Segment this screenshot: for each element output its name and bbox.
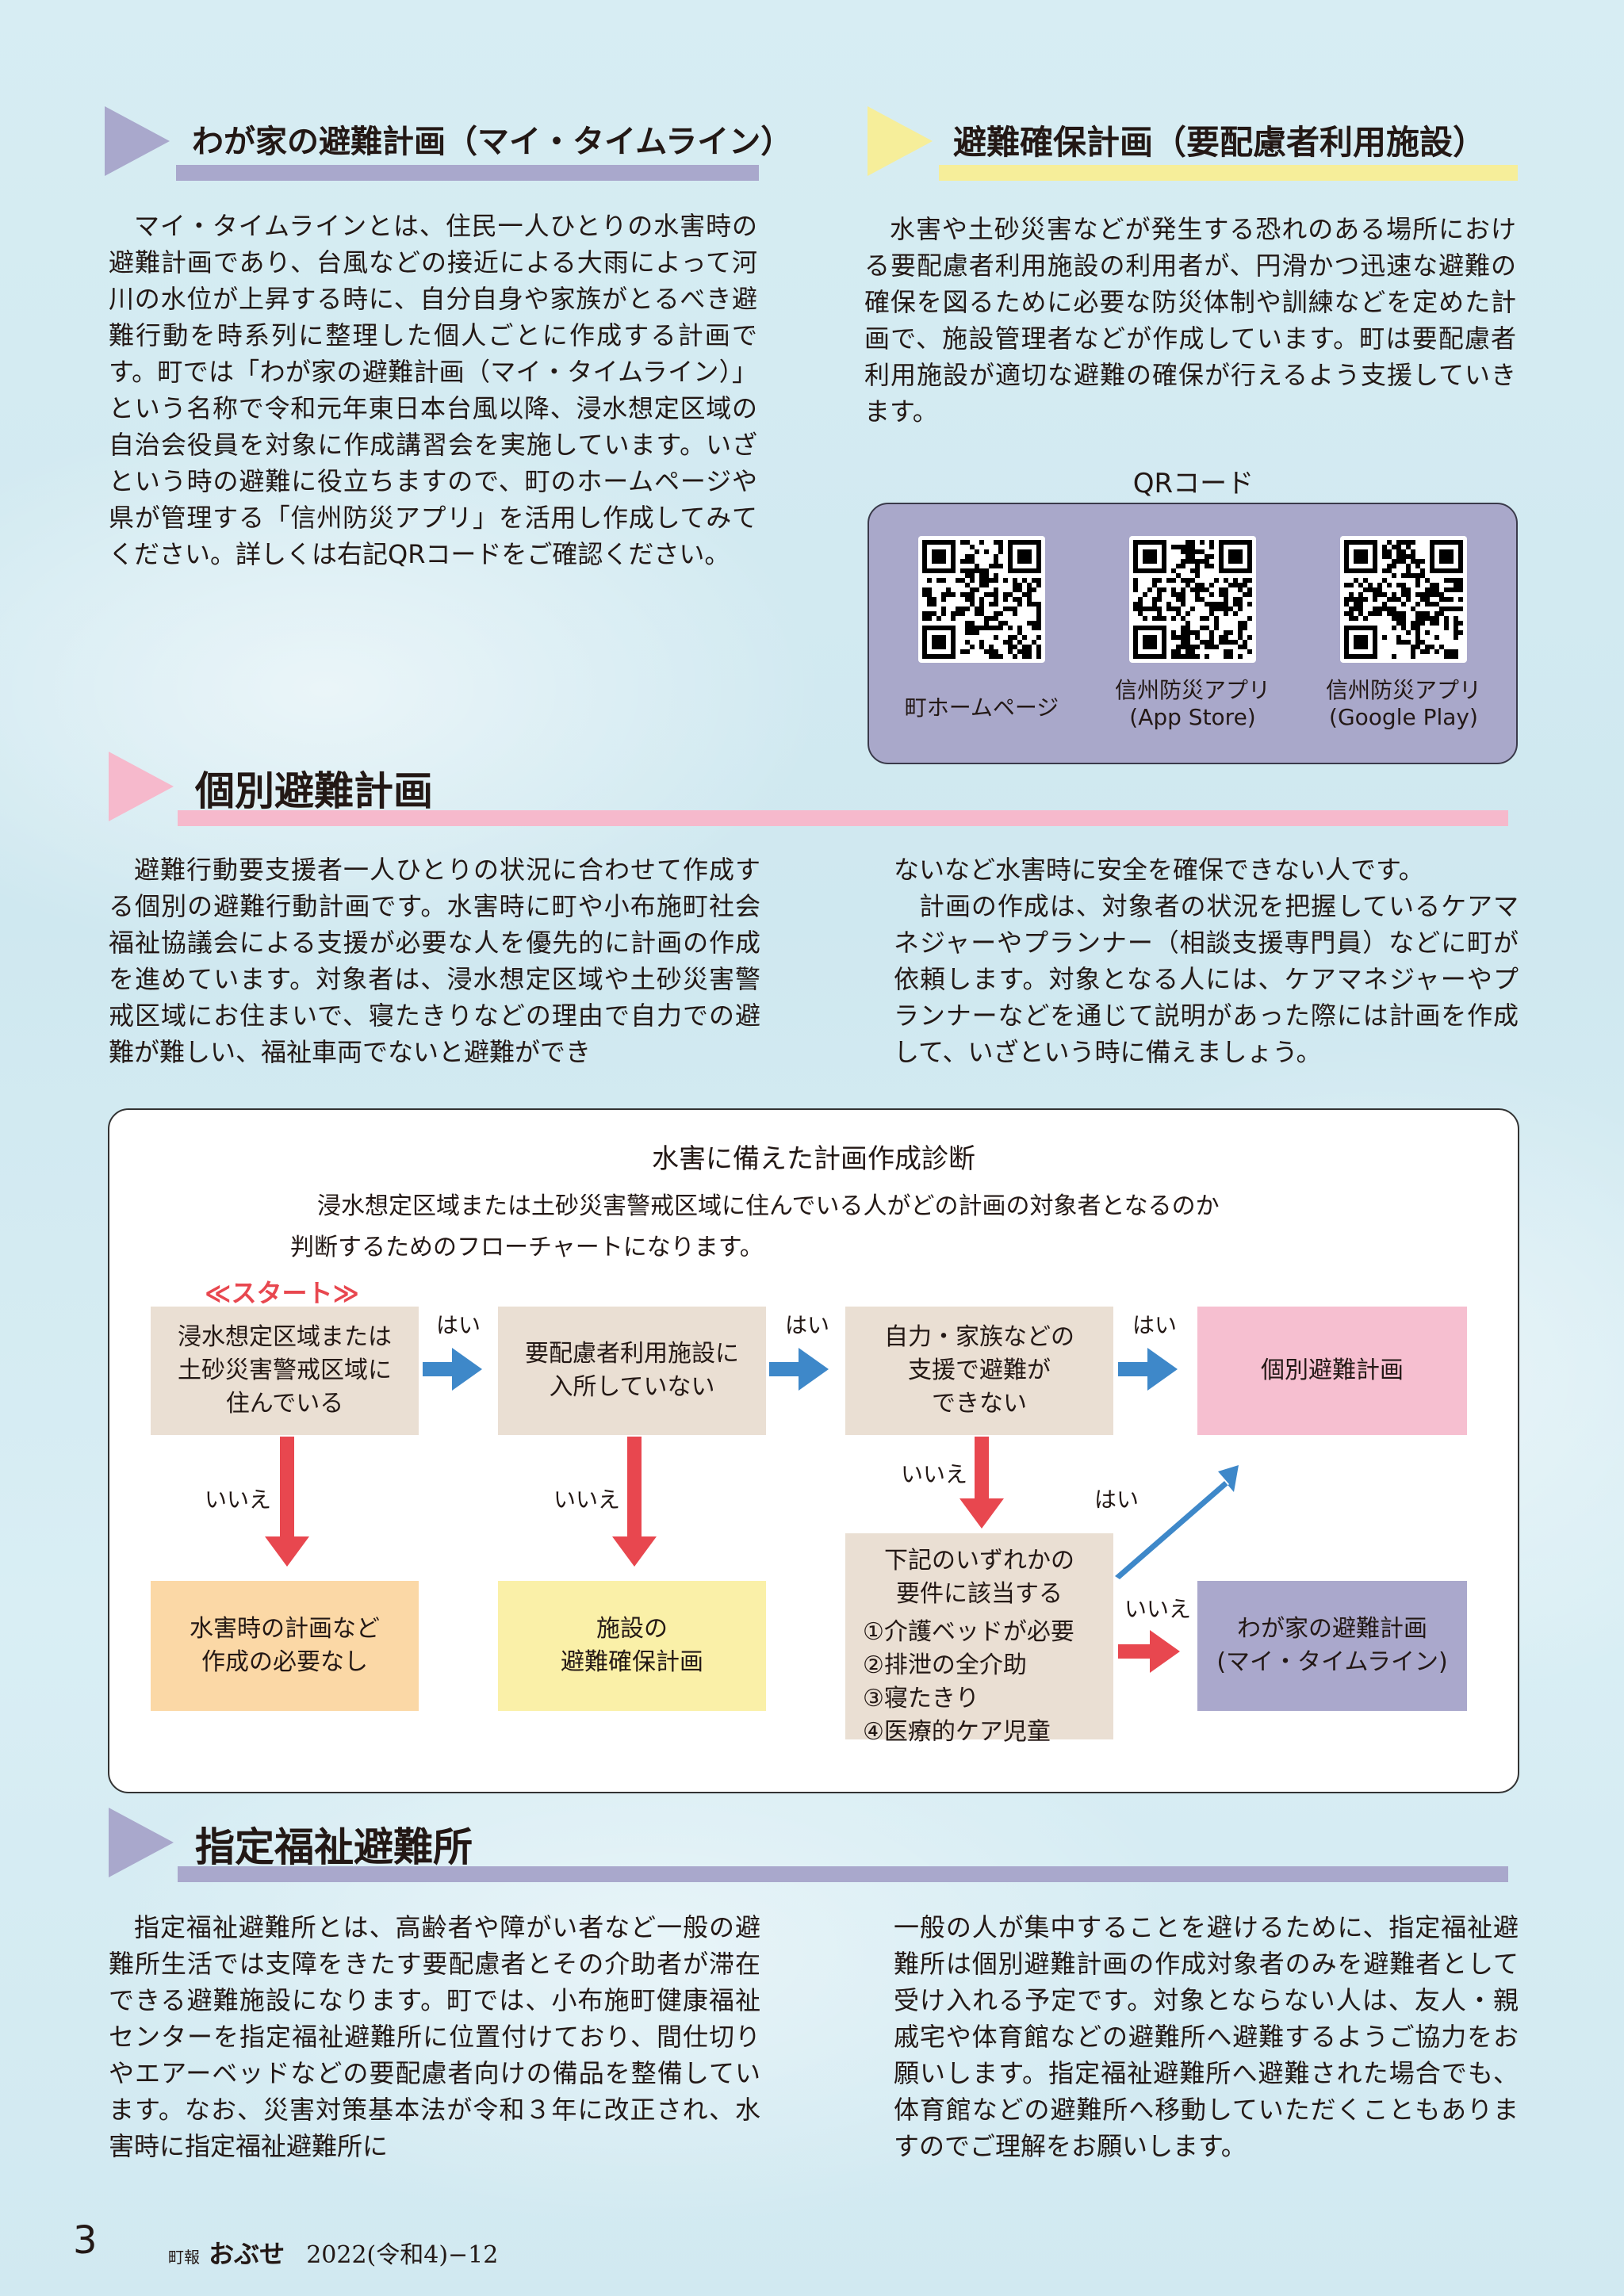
section-individual-plan-body-right: ないなど水害時に安全を確保できない人です。 計画の作成は、対象者の状況を把握して…: [894, 851, 1519, 1070]
yes-arrow-right-icon: [423, 1348, 482, 1391]
yes-label: はい: [1094, 1487, 1139, 1513]
section-individual-plan-body-left: 避難行動要支援者一人ひとりの状況に合わせて作成する個別の避難行動計画です。水害時…: [109, 851, 760, 1070]
paragraph: マイ・タイムラインとは、住民一人ひとりの水害時の避難計画であり、台風などの接近に…: [109, 211, 757, 569]
footer-pub-name: おぶせ: [209, 2239, 285, 2269]
flowchart-panel: 水害に備えた計画作成診断 浸水想定区域または土砂災害警戒区域に住んでいる人がどの…: [108, 1108, 1519, 1793]
result-box-facility-plan: 施設の 避難確保計画: [498, 1581, 766, 1711]
page-number: 3: [73, 2218, 98, 2263]
no-label: いいえ: [1124, 1596, 1192, 1622]
no-arrow-down-icon: [612, 1437, 657, 1567]
question-box-requirements: 下記のいずれかの 要件に該当する ①介護ベッドが必要 ②排泄の全介助 ③寝たきり…: [845, 1533, 1113, 1746]
flowchart-description: 浸水想定区域または土砂災害警戒区域に住んでいる人がどの計画の対象者となるのか: [317, 1192, 1220, 1220]
section-title: 指定福祉避難所: [195, 1824, 473, 1870]
qr-heading: QRコード: [1132, 468, 1254, 499]
question-box-flood-zone: 浸水想定区域または 土砂災害警戒区域に 住んでいる: [151, 1307, 419, 1435]
yes-arrow-diagonal-icon: [1115, 1465, 1239, 1579]
qr-code-google-play[interactable]: [1340, 536, 1467, 663]
footer-issue: 2022(令和4)−12: [306, 2241, 499, 2269]
requirements-title: 下記のいずれかの 要件に該当する: [884, 1547, 1074, 1608]
section-title: 個別避難計画: [195, 768, 433, 814]
qr-caption: 信州防災アプリ (App Store): [1114, 677, 1270, 730]
paragraph: 指定福祉避難所とは、高齢者や障がい者など一般の避難所生活では支障をきたす要配慮者…: [109, 1912, 760, 2161]
yes-arrows: [423, 1348, 1239, 1579]
result-box-no-plan-needed: 水害時の計画など 作成の必要なし: [151, 1581, 419, 1711]
no-label: いいえ: [205, 1487, 272, 1513]
result-box-individual-plan: 個別避難計画: [1197, 1307, 1467, 1435]
heading-triangle-icon: [105, 106, 170, 176]
question-box-self-evacuation: 自力・家族などの 支援で避難が できない: [845, 1307, 1113, 1435]
yes-label: はい: [785, 1312, 830, 1338]
qr-panel: 町ホームページ 信州防災アプリ (App Store) 信州防災アプリ (Goo…: [868, 503, 1518, 764]
yes-label: はい: [436, 1312, 481, 1338]
footer-pub-small: 町報: [168, 2248, 200, 2267]
start-label: ≪スタート≫: [205, 1278, 360, 1308]
no-label: いいえ: [901, 1461, 968, 1487]
requirements-list: ①介護ベッドが必要 ②排泄の全介助 ③寝たきり ④医療的ケア児童: [863, 1618, 1074, 1746]
heading-underline: [178, 810, 1508, 826]
qr-caption: 町ホームページ: [904, 695, 1059, 721]
paragraph: 計画の作成は、対象者の状況を把握しているケアマネジャーやプランナー（相談支援専門…: [894, 891, 1519, 1067]
paragraph: 水害や土砂災害などが発生する恐れのある場所における要配慮者利用施設の利用者が、円…: [864, 214, 1516, 427]
heading-underline: [178, 1866, 1508, 1882]
no-arrow-down-icon: [959, 1437, 1004, 1529]
heading-underline: [176, 165, 759, 181]
section-welfare-shelter-body-right: 一般の人が集中することを避けるために、指定福祉避難所は個別避難計画の作成対象者の…: [894, 1909, 1519, 2164]
heading-triangle-icon: [109, 1808, 174, 1877]
no-label: いいえ: [553, 1487, 621, 1513]
yes-label: はい: [1132, 1312, 1178, 1338]
section-my-timeline-body: マイ・タイムラインとは、住民一人ひとりの水害時の避難計画であり、台風などの接近に…: [109, 208, 757, 572]
qr-caption: 信州防災アプリ (Google Play): [1325, 677, 1481, 730]
no-arrows: [265, 1437, 1180, 1673]
paragraph: 避難行動要支援者一人ひとりの状況に合わせて作成する個別の避難行動計画です。水害時…: [109, 855, 760, 1067]
qr-code-app-store[interactable]: [1129, 536, 1256, 663]
qr-code-homepage[interactable]: [918, 536, 1045, 663]
section-title: 避難確保計画（要配慮者利用施設）: [953, 123, 1487, 162]
paragraph: ないなど水害時に安全を確保できない人です。: [894, 855, 1424, 885]
yes-arrow-right-icon: [769, 1348, 829, 1391]
result-box-my-timeline: わが家の避難計画 (マイ・タイムライン): [1197, 1581, 1467, 1711]
flowchart-description: 判断するためのフローチャートになります。: [290, 1234, 764, 1261]
question-box-facility: 要配慮者利用施設に 入所していない: [498, 1307, 766, 1435]
no-arrow-right-icon: [1118, 1630, 1180, 1673]
section-evacuation-plan-body: 水害や土砂災害などが発生する恐れのある場所における要配慮者利用施設の利用者が、円…: [864, 211, 1516, 430]
yes-arrow-right-icon: [1118, 1348, 1178, 1391]
heading-triangle-icon: [868, 106, 933, 176]
flowchart-arrows: [265, 1348, 1239, 1673]
flowchart-title: 水害に備えた計画作成診断: [652, 1143, 975, 1175]
heading-triangle-icon: [109, 752, 174, 821]
section-title: わが家の避難計画（マイ・タイムライン）: [192, 124, 793, 160]
paragraph: 一般の人が集中することを避けるために、指定福祉避難所は個別避難計画の作成対象者の…: [894, 1912, 1519, 2161]
section-welfare-shelter-body-left: 指定福祉避難所とは、高齢者や障がい者など一般の避難所生活では支障をきたす要配慮者…: [109, 1909, 760, 2164]
heading-underline: [939, 165, 1518, 181]
footer-publication: 町報 おぶせ 2022(令和4)−12: [168, 2234, 498, 2271]
no-arrow-down-icon: [265, 1437, 309, 1567]
